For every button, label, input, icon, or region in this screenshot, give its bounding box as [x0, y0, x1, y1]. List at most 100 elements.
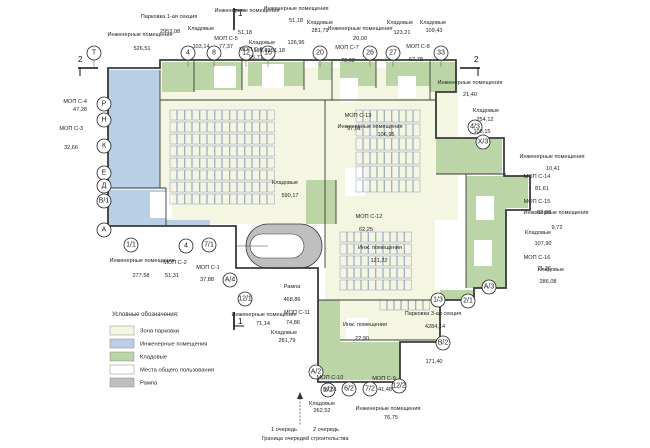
axis-top-6-label: 26 — [366, 50, 374, 57]
parking-spot — [355, 137, 363, 151]
parking-spot — [229, 169, 237, 181]
parking-spot — [404, 231, 412, 243]
room-label: 21,40 — [463, 92, 477, 98]
axis-bottom-9-label: 1/2 — [323, 387, 333, 394]
parking-spot — [199, 181, 207, 193]
parking-spot — [207, 181, 215, 193]
parking-spot — [391, 151, 399, 165]
parking-spot — [184, 157, 192, 169]
parking-spot — [384, 151, 392, 165]
parking-spot — [267, 169, 275, 181]
room-label: МОП С-13 — [345, 113, 372, 119]
axis-bottom-11-label: 7/2 — [365, 386, 375, 393]
parking-spot — [390, 255, 397, 267]
axis-top-0 — [86, 45, 102, 61]
parking-spot — [192, 169, 200, 181]
parking-spot — [399, 179, 406, 193]
axis-left-2 — [96, 138, 112, 154]
parking-spots — [169, 109, 430, 311]
parking-spot — [368, 279, 376, 291]
parking-spot — [391, 165, 399, 179]
axis-bottom-11 — [362, 381, 378, 397]
parking-spot — [363, 109, 370, 123]
parking-spot — [404, 255, 412, 267]
room-label: Инженерные помещения — [263, 6, 328, 12]
room-label: 41,48 — [378, 387, 392, 393]
room-label: 281,79 — [278, 338, 295, 344]
parking-spot — [339, 255, 347, 267]
zone-storage-north-4 — [318, 62, 332, 80]
parking-spot — [404, 243, 412, 255]
parking-spot — [237, 181, 245, 193]
parking-spot — [377, 137, 385, 151]
parking-spot — [399, 109, 406, 123]
parking-spot — [199, 193, 207, 205]
room-label: 107,90 — [534, 241, 551, 247]
parking-spot — [177, 109, 185, 121]
axis-bottom-1 — [178, 238, 194, 254]
legend-swatch — [109, 351, 135, 362]
parking-spot — [244, 169, 252, 181]
parking-spot — [222, 157, 230, 169]
room-label: 80,51 — [323, 387, 337, 393]
legend-item-label: Зона парковки — [140, 329, 179, 335]
parking-spot — [169, 169, 177, 181]
zone-common-c7 — [340, 78, 358, 102]
axis-top-2-label: 8 — [212, 50, 216, 57]
axis-left-3-label: Е — [102, 170, 107, 177]
parking-spot — [384, 109, 392, 123]
room-label: МОП С-3 — [59, 126, 83, 132]
parking-spot — [199, 121, 207, 133]
room-label: МОП С-12 — [356, 214, 383, 220]
parking-spot — [361, 279, 369, 291]
parking-spot — [199, 145, 207, 157]
parking-spot — [214, 169, 222, 181]
parking-spot — [184, 181, 192, 193]
axis-bottom-3-label: А/4 — [225, 277, 236, 284]
room-label: МОП С-1 — [196, 265, 220, 271]
room-label: 4284,14 — [425, 324, 445, 330]
room-label: МОП С-8 — [406, 44, 430, 50]
parking-spot — [267, 121, 275, 133]
parking-spot — [267, 133, 275, 145]
room-label: 171,40 — [425, 359, 442, 365]
parking-spot — [370, 109, 377, 123]
axis-top-4-label: 16 — [264, 50, 272, 57]
parking-spot — [192, 109, 200, 121]
room-label: 32,66 — [64, 145, 78, 151]
zone-fills — [108, 62, 528, 380]
parking-spot — [413, 109, 421, 123]
parking-spot — [384, 137, 392, 151]
parking-spot — [399, 151, 406, 165]
parking-spot — [214, 109, 222, 121]
legend-item-label: Места общего пользования — [140, 368, 214, 374]
parking-spot — [222, 109, 230, 121]
room-label: МОП С-9 — [372, 376, 396, 382]
room-label: 20,00 — [353, 36, 367, 42]
parking-spot — [363, 123, 370, 137]
room-label: 123,21 — [393, 30, 410, 36]
parking-spot — [390, 267, 397, 279]
axis-right-1 — [475, 134, 491, 150]
parking-spot — [375, 231, 383, 243]
zone-storage-east-3 — [500, 176, 528, 208]
axis-left-6 — [96, 222, 112, 238]
zone-common-c6 — [262, 64, 284, 88]
axis-top-5 — [312, 45, 328, 61]
parking-spot — [252, 109, 260, 121]
parking-spot — [355, 165, 363, 179]
parking-spot — [259, 181, 267, 193]
zone-storage-south-1 — [318, 300, 340, 380]
axis-left-1 — [96, 112, 112, 128]
parking-spot — [244, 181, 252, 193]
parking-spot — [413, 137, 421, 151]
parking-spot — [406, 179, 413, 193]
room-label: 74,86 — [286, 320, 300, 326]
axis-left-0-label: Р — [102, 101, 107, 108]
axis-right-2-label: А/3 — [484, 284, 495, 291]
parking-spot — [339, 243, 347, 255]
parking-spot — [361, 231, 369, 243]
axis-top-2 — [206, 45, 222, 61]
axis-top-7-label: 27 — [389, 50, 397, 57]
